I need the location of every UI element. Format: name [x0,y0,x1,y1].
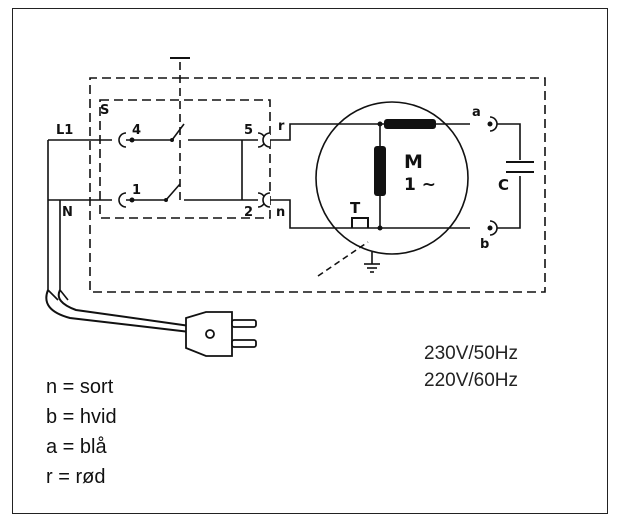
terminal-b [489,220,498,236]
junction-dot-1 [377,121,383,127]
voltage-rating: 230V/50Hz 220V/60Hz [424,340,518,394]
wire-cable-left [47,140,59,301]
motor-winding-horizontal [384,119,436,129]
diagram-frame [12,8,608,514]
rating-line: 220V/60Hz [424,370,519,391]
contact-dot-1 [129,197,135,203]
label-S: S [100,103,109,118]
label-L1: L1 [56,123,73,138]
label-2: 2 [244,205,253,220]
terminal-5-out [262,132,271,148]
plug-hole [205,329,215,339]
legend-item: b = hvid [46,406,117,428]
legend-item: a = blå [46,436,107,458]
plug-pin-bottom [231,339,257,348]
wire-r [270,123,470,141]
ground-dashed [317,241,369,277]
label-5: 5 [244,123,253,138]
terminal-4 [118,132,127,148]
label-4: 4 [132,123,141,138]
thermal-switch [351,217,369,228]
switch-top-blade [171,123,185,141]
label-r: r [278,119,285,134]
contact-dot-4 [129,137,135,143]
label-motor-phase: 1 ~ [404,175,436,195]
contact-dot-a [487,121,493,127]
housing-outline [89,77,546,293]
power-cord-2 [57,289,191,327]
rating-line: 230V/50Hz [424,343,519,364]
terminal-2-out [262,192,271,208]
junction-dot-2 [377,225,383,231]
switch-bottom-blade [165,183,181,201]
legend-item: r = rød [46,466,106,488]
motor-circle [315,101,469,255]
label-N: N [62,205,73,220]
power-cord [45,289,191,333]
label-b: b [480,237,489,252]
wire-b [494,176,521,229]
label-C: C [498,176,509,194]
label-1: 1 [132,183,141,198]
terminal-a [489,116,498,132]
label-M: M [404,151,423,173]
switch-pivot-bottom [164,198,168,202]
color-legend: n = sort b = hvid a = blå r = rød [46,372,117,492]
label-T: T [350,199,361,217]
legend-item: n = sort [46,376,114,398]
switch-pivot-top [170,138,174,142]
plug-pin-top [231,319,257,328]
wire-a [494,123,521,160]
contact-dot-b [487,225,493,231]
switch-box [99,99,271,219]
wire-n [270,199,470,229]
label-n: n [276,205,285,220]
terminal-1 [118,192,127,208]
motor-winding-vertical [374,146,386,196]
label-a: a [472,105,481,120]
